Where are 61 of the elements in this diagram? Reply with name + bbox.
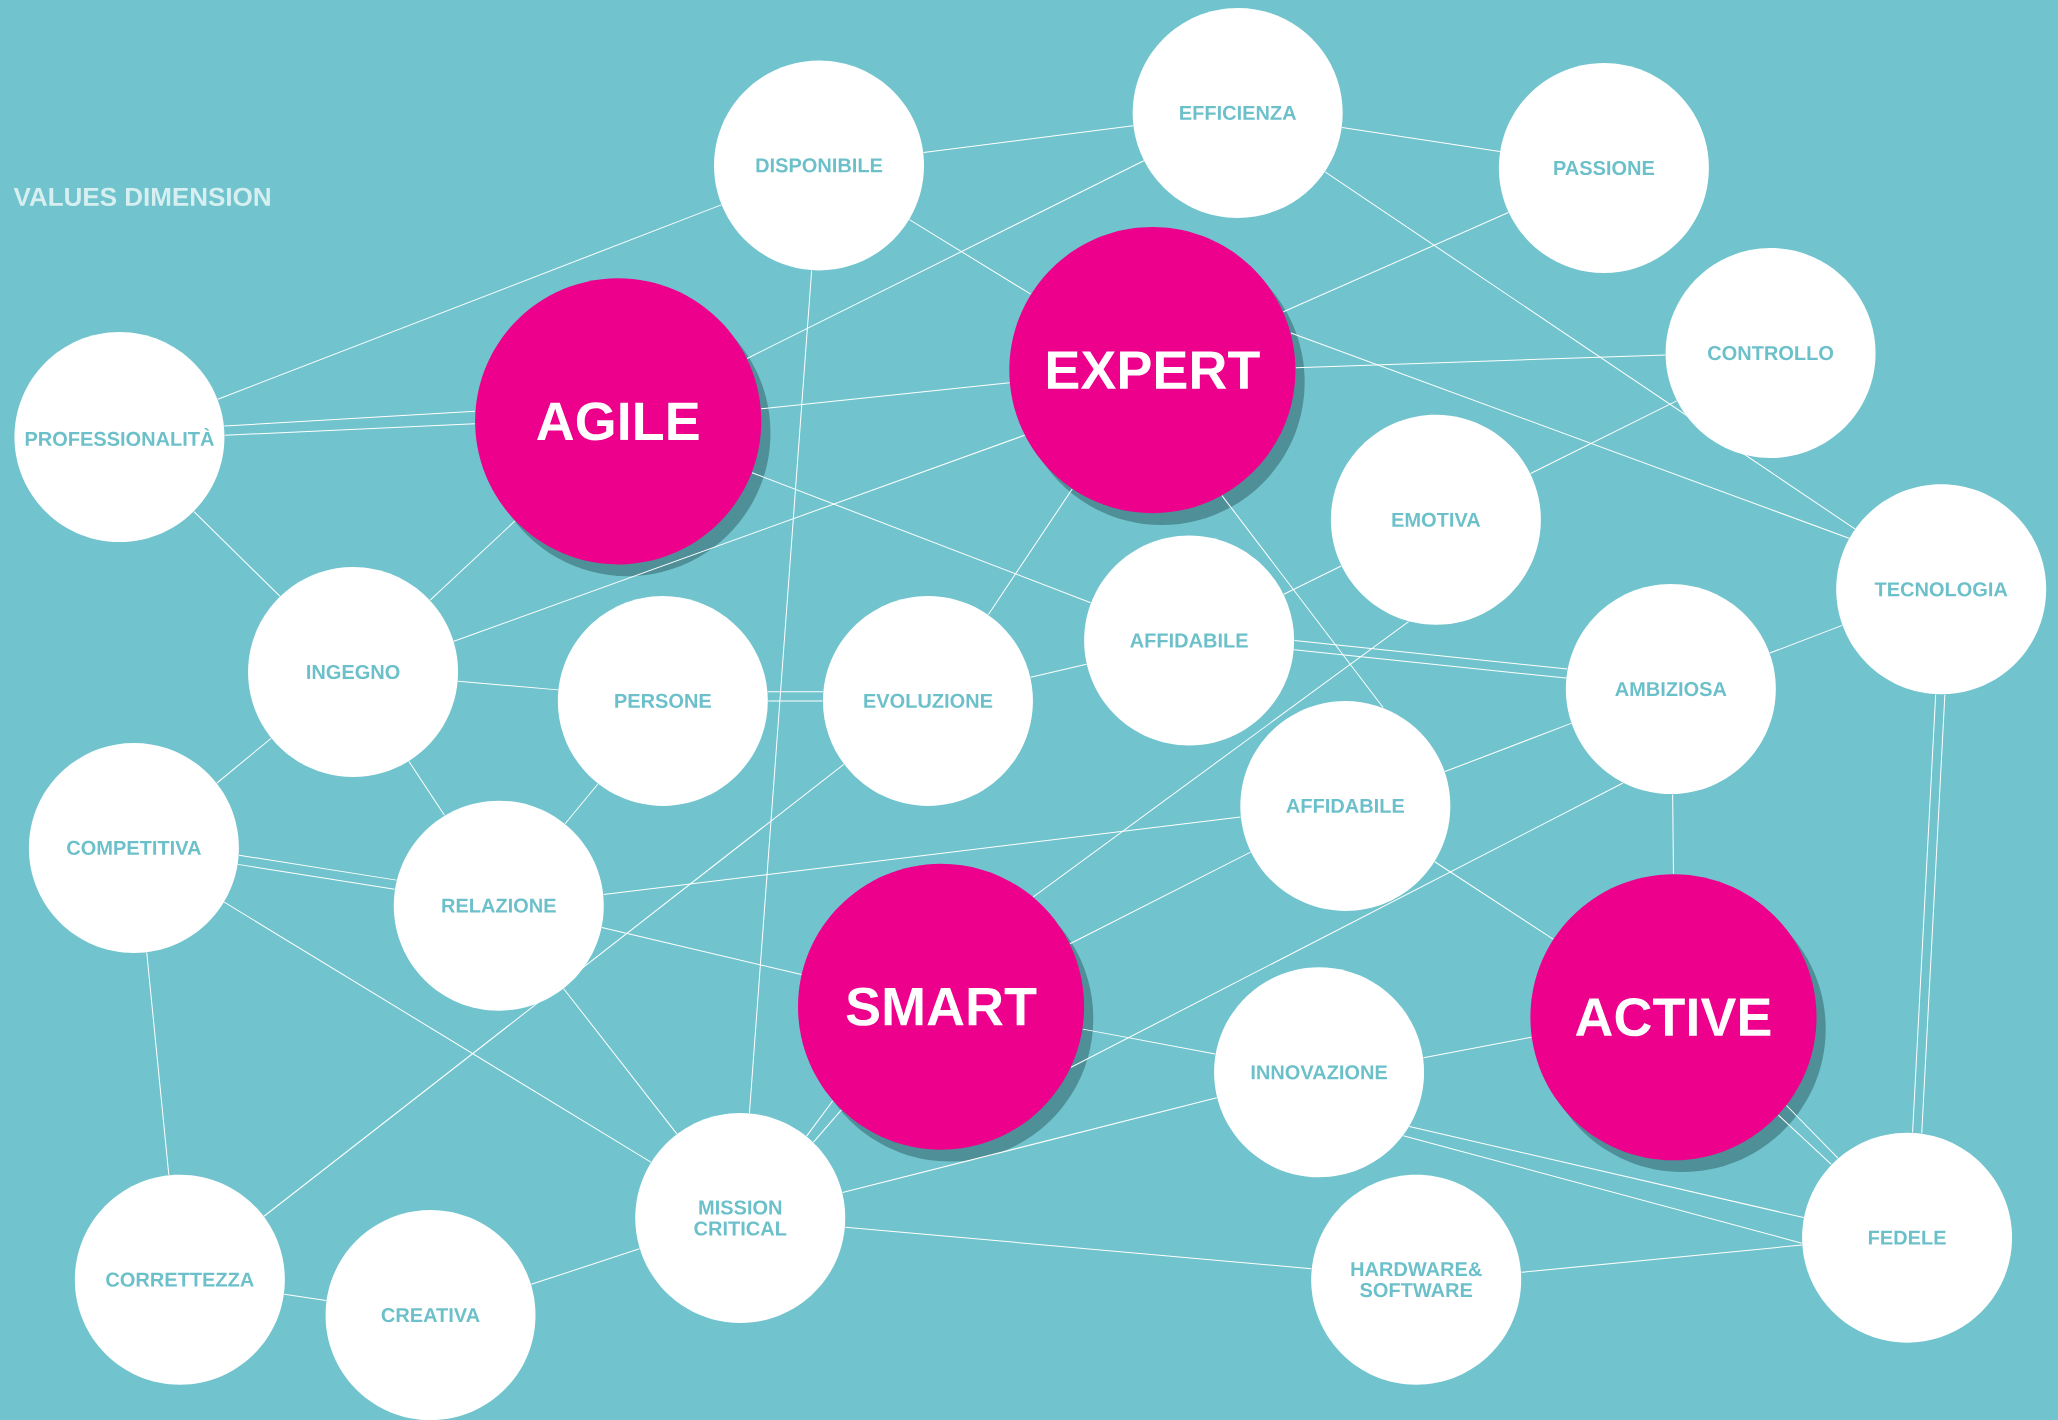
connector-line [224,423,476,436]
connector-line [1402,1135,1803,1244]
connector-line [748,270,813,1114]
connector-line [1294,639,1568,670]
connector-line [1282,212,1509,313]
connector-line [429,520,516,601]
connector-line [806,1100,834,1137]
connector-line [751,472,1092,604]
connector-line [1290,332,1850,539]
connector-line [923,125,1134,153]
connector-line [760,382,1010,410]
connector-line [603,816,1241,896]
connector-line [908,219,1032,295]
connector-line [1324,171,1856,530]
connector-line [408,760,445,816]
connector-line [842,1097,1218,1193]
connector-line [263,763,845,1217]
connector-line [1221,495,1384,708]
connector-line [1283,565,1342,595]
connector-line [146,951,170,1176]
connector-line [1422,1036,1532,1059]
connector-line [1777,1114,1832,1165]
connector-line [1520,1244,1803,1273]
connector-line [812,1109,842,1143]
connector-line [1069,851,1252,945]
connector-line [1032,621,1410,898]
connector-line [1434,861,1554,940]
connector-line [1030,663,1087,678]
connector-line [601,927,802,975]
connector-line [1672,793,1674,875]
connector-line [563,988,678,1135]
connector-line [767,691,824,693]
connector-line [216,737,272,784]
connector-line [1530,400,1678,474]
connector-line [1408,1126,1805,1219]
connector-line [283,1293,327,1301]
connector-line [987,488,1073,615]
connector-line [223,901,652,1163]
connector-line [453,434,1026,642]
connector-line [1769,624,1843,654]
connector-line [1293,649,1567,679]
connector-line [767,700,824,702]
connector-line [238,854,397,881]
connector-line [1070,782,1624,1068]
connector-line [217,204,722,400]
connector-line [1786,1104,1839,1159]
connector-line [1921,694,1946,1134]
connector-line [193,511,281,597]
connector-line [237,863,396,890]
connector-line [1341,127,1501,152]
connector-line [457,680,559,691]
connector-line [746,160,1145,359]
connector-line [564,783,599,825]
connector-line [1082,1028,1216,1055]
connector-line [530,1248,640,1285]
connector-line [1444,722,1572,772]
connector-line [1912,694,1937,1133]
connector-line [223,410,476,427]
connector-line [1295,354,1666,369]
connector-line [844,1226,1312,1270]
heading: VALUES DIMENSION [13,187,270,207]
